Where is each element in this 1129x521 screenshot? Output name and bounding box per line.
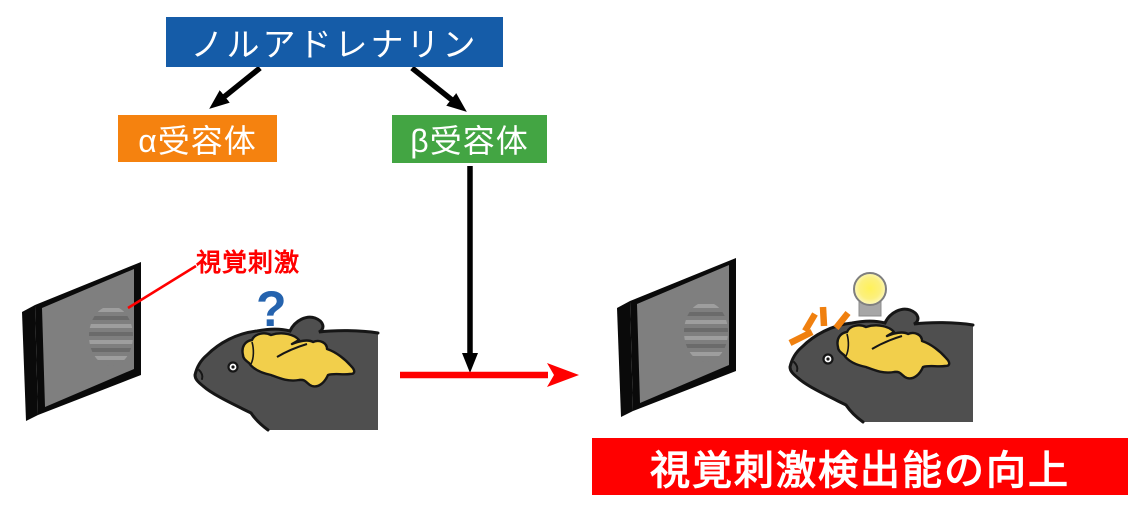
question-mark: ? <box>256 281 287 337</box>
monitor-with-grating-stimulus-icon <box>617 258 736 417</box>
node-alpha-receptor: α受容体 <box>118 115 277 162</box>
sparks-icon <box>788 306 851 346</box>
stimulus-pointer-line <box>127 264 197 310</box>
monitor-with-grating-stimulus-icon <box>22 262 141 421</box>
outcome-banner: 視覚刺激検出能の向上 <box>592 438 1128 495</box>
light-bulb-icon <box>853 272 887 317</box>
arrow-noradrenaline-to-alpha <box>209 65 262 109</box>
visual-stimulus-label: 視覚刺激 <box>196 249 301 277</box>
node-beta-receptor: β受容体 <box>392 115 547 163</box>
node-noradrenaline: ノルアドレナリン <box>166 17 503 67</box>
mouse-head-with-brain-icon <box>788 307 975 424</box>
arrow-noradrenaline-to-beta <box>410 65 467 112</box>
